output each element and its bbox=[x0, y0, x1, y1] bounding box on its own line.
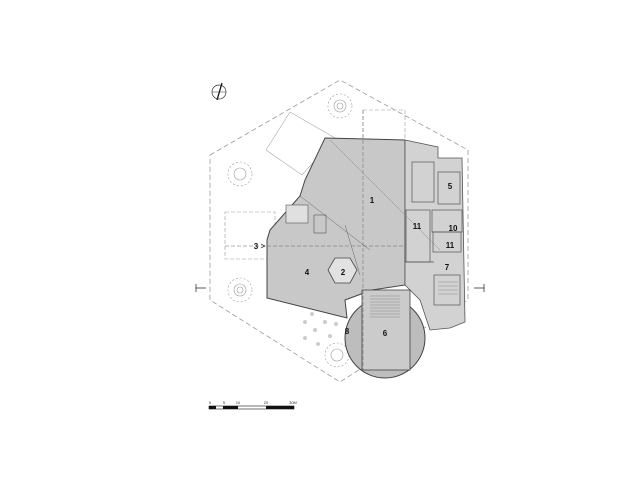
room-walls bbox=[405, 161, 463, 306]
scale-tick-20: 20 bbox=[264, 400, 269, 405]
room-label-7: 7 bbox=[445, 263, 450, 272]
room-label-6: 6 bbox=[383, 329, 388, 338]
scale-tick-30: 30M bbox=[289, 400, 297, 405]
room-label-10: 10 bbox=[449, 224, 458, 233]
room-label-11b: 11 bbox=[446, 241, 455, 250]
room-label-5: 5 bbox=[448, 182, 453, 191]
scale-tick-10: 10 bbox=[236, 400, 241, 405]
paving-pattern bbox=[303, 312, 338, 346]
seating-rows bbox=[370, 281, 458, 318]
room-label-4: 4 bbox=[305, 268, 310, 277]
east-wing bbox=[404, 139, 466, 331]
room-label-2: 2 bbox=[341, 268, 346, 277]
scale-tick-0: 0 bbox=[209, 400, 212, 405]
core-2 bbox=[327, 257, 358, 284]
grid-lines bbox=[225, 110, 441, 370]
scale-tick-5: 5 bbox=[223, 400, 226, 405]
room-label-8: 8 bbox=[345, 327, 350, 336]
room-label-11a: 11 bbox=[413, 222, 422, 231]
entrance-arrow-icon bbox=[260, 243, 266, 249]
scale-bar: 0 5 10 20 30M bbox=[208, 400, 297, 410]
room-label-1: 1 bbox=[370, 196, 375, 205]
north-arrow-icon bbox=[211, 82, 227, 101]
room-label-3: 3 bbox=[254, 242, 259, 251]
